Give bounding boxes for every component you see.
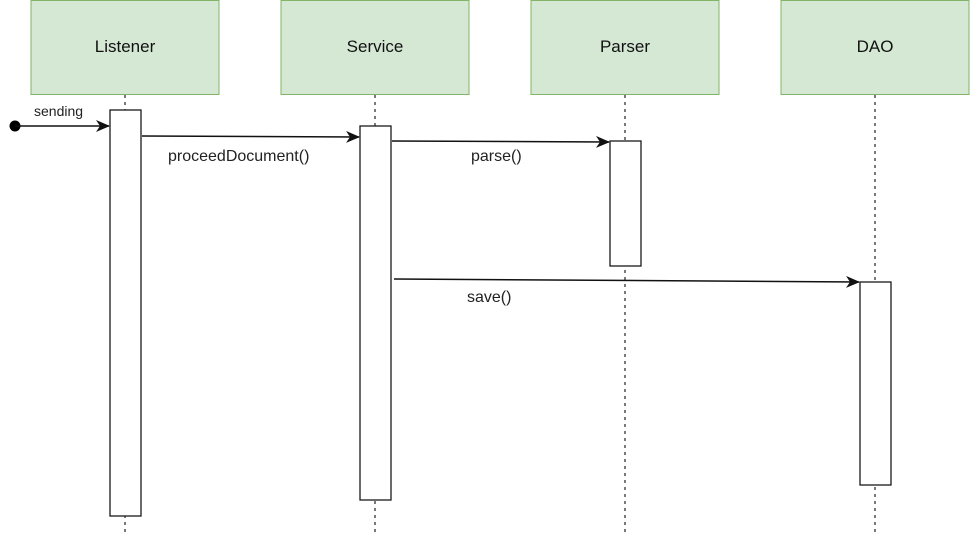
participant-box-listener[interactable] bbox=[30, 0, 220, 95]
message-label-proceed-document: proceedDocument() bbox=[168, 148, 309, 165]
message-line-parse bbox=[391, 135, 610, 148]
message-start[interactable]: sending bbox=[9, 103, 110, 132]
activation-dao[interactable] bbox=[859, 281, 892, 486]
participant-parser[interactable]: Parser bbox=[530, 0, 720, 95]
message-proceed-document[interactable]: proceedDocument() bbox=[141, 130, 360, 165]
participant-box-service[interactable] bbox=[280, 0, 470, 95]
message-line-proceed-document bbox=[141, 130, 360, 143]
message-label-parse: parse() bbox=[471, 148, 522, 165]
message-parse[interactable]: parse() bbox=[391, 135, 610, 165]
participant-label-service: Service bbox=[347, 37, 404, 56]
activation-listener[interactable] bbox=[109, 109, 142, 517]
participant-box-dao[interactable] bbox=[780, 0, 970, 95]
participant-box-parser[interactable] bbox=[530, 0, 720, 95]
message-label-save: save() bbox=[467, 289, 511, 306]
participant-label-parser: Parser bbox=[600, 37, 650, 56]
participant-listener[interactable]: Listener bbox=[30, 0, 220, 95]
message-save[interactable]: save() bbox=[393, 275, 860, 306]
activation-service[interactable] bbox=[359, 125, 392, 501]
participant-label-dao: DAO bbox=[857, 37, 894, 56]
participant-label-listener: Listener bbox=[95, 37, 156, 56]
message-line-save bbox=[393, 275, 860, 288]
message-label-start: sending bbox=[34, 103, 83, 119]
activation-parser[interactable] bbox=[609, 140, 642, 267]
participant-dao[interactable]: DAO bbox=[780, 0, 970, 95]
participant-service[interactable]: Service bbox=[280, 0, 470, 95]
